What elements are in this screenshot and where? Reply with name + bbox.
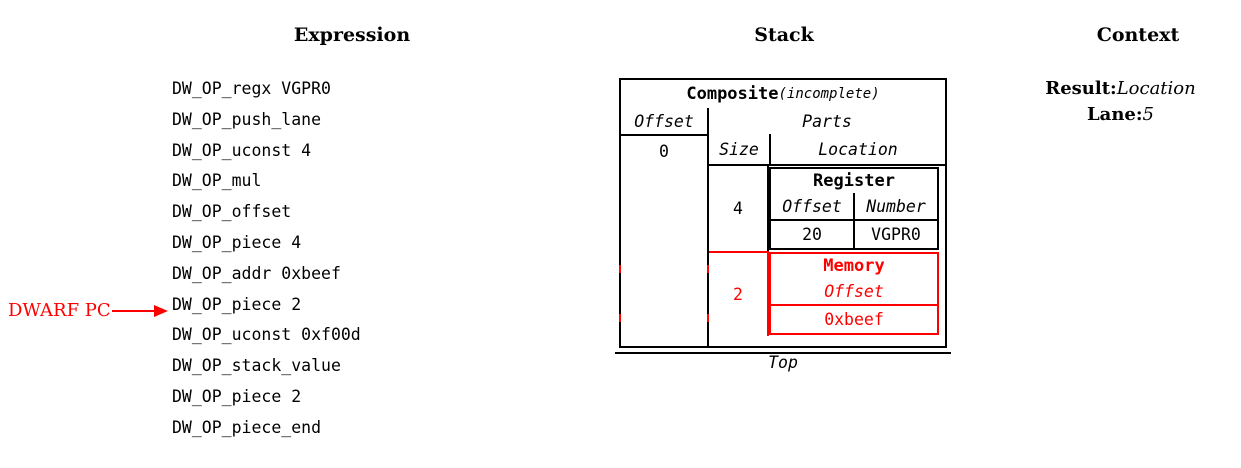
context-result-value: Location — [1116, 78, 1196, 99]
register-number-header: Number — [866, 196, 926, 216]
stack-column-heading: Stack — [754, 24, 814, 46]
highlight-tick-icon — [707, 314, 709, 322]
dwarf-pc-label: DWARF PC — [8, 300, 111, 321]
dwarf-pc-marker: DWARF PC — [8, 298, 172, 324]
register-offset-header: Offset — [771, 193, 855, 219]
context-row-lane: Lane:5 — [1000, 102, 1241, 128]
stack-composite-entry: Composite(incomplete) Offset 0 Parts Siz… — [619, 78, 947, 348]
stack-top-label: Top — [768, 353, 798, 372]
parts-size-header: Size — [709, 134, 771, 164]
memory-values: 0xbeef — [771, 304, 937, 333]
composite-parts-column: Parts Size Location 4 Register Offset Nu… — [709, 108, 945, 346]
register-subheader: Offset Number — [771, 193, 937, 219]
context-result-key: Result: — [1045, 78, 1117, 99]
parts-location-header: Location — [818, 139, 898, 159]
expression-instruction-list: DW_OP_regx VGPR0 DW_OP_push_lane DW_OP_u… — [172, 74, 361, 444]
composite-title: Composite(incomplete) — [621, 80, 945, 108]
expression-line: DW_OP_piece 2 — [172, 294, 302, 314]
register-kind-label: Register — [813, 171, 895, 191]
expression-line: DW_OP_piece_end — [172, 417, 322, 437]
context-column-heading: Context — [1096, 24, 1180, 46]
part-location-cell: Memory Offset 0xbeef — [769, 251, 945, 336]
composite-offset-column: Offset 0 — [619, 108, 709, 346]
memory-offset-value: 0xbeef — [824, 310, 884, 329]
composite-qualifier-label: (incomplete) — [778, 86, 880, 102]
register-values: 20 VGPR0 — [771, 219, 937, 248]
expression-column-heading: Expression — [293, 24, 411, 46]
context-lane-key: Lane: — [1087, 104, 1143, 125]
expression-line: DW_OP_addr 0xbeef — [172, 263, 341, 283]
expression-line: DW_OP_uconst 4 — [172, 140, 312, 160]
arrow-right-icon — [111, 305, 172, 317]
part-location-cell: Register Offset Number 20 VGPR0 — [769, 166, 945, 251]
part-size-value: 2 — [709, 251, 769, 336]
context-values: Result:Location Lane:5 — [1000, 76, 1241, 128]
memory-offset-header: Offset — [824, 281, 884, 301]
context-row-result: Result:Location — [1000, 76, 1241, 102]
expression-line: DW_OP_stack_value — [172, 356, 341, 376]
expression-line: DW_OP_offset — [172, 202, 292, 222]
expression-line: DW_OP_mul — [172, 171, 262, 191]
table-row: 2 Memory Offset 0xbeef — [709, 251, 945, 336]
memory-kind-label: Memory — [823, 256, 885, 276]
expression-line: DW_OP_uconst 0xf00d — [172, 325, 361, 345]
part-size-value: 4 — [709, 166, 769, 251]
highlight-tick-icon — [619, 265, 621, 273]
expression-line: DW_OP_piece 2 — [172, 386, 302, 406]
expression-line: DW_OP_regx VGPR0 — [172, 79, 331, 98]
composite-parts-header: Parts — [802, 111, 852, 131]
register-offset-value: 20 — [771, 221, 855, 248]
context-lane-value: 5 — [1142, 104, 1154, 125]
highlight-tick-icon — [707, 265, 709, 273]
memory-location-box: Memory Offset 0xbeef — [769, 252, 939, 335]
expression-line: DW_OP_push_lane — [172, 109, 322, 129]
register-number-value: VGPR0 — [871, 225, 921, 244]
memory-subheader: Offset — [771, 278, 937, 304]
stack-top-rule — [615, 352, 951, 354]
composite-offset-header: Offset — [621, 108, 707, 136]
expression-line: DW_OP_piece 4 — [172, 232, 302, 252]
composite-parts-subheader: Size Location — [709, 134, 945, 166]
composite-kind-label: Composite — [686, 84, 779, 104]
highlight-tick-icon — [619, 314, 621, 322]
composite-offset-value: 0 — [659, 141, 669, 161]
table-row: 4 Register Offset Number 20 VGPR0 — [709, 166, 945, 251]
register-location-box: Register Offset Number 20 VGPR0 — [769, 167, 939, 250]
